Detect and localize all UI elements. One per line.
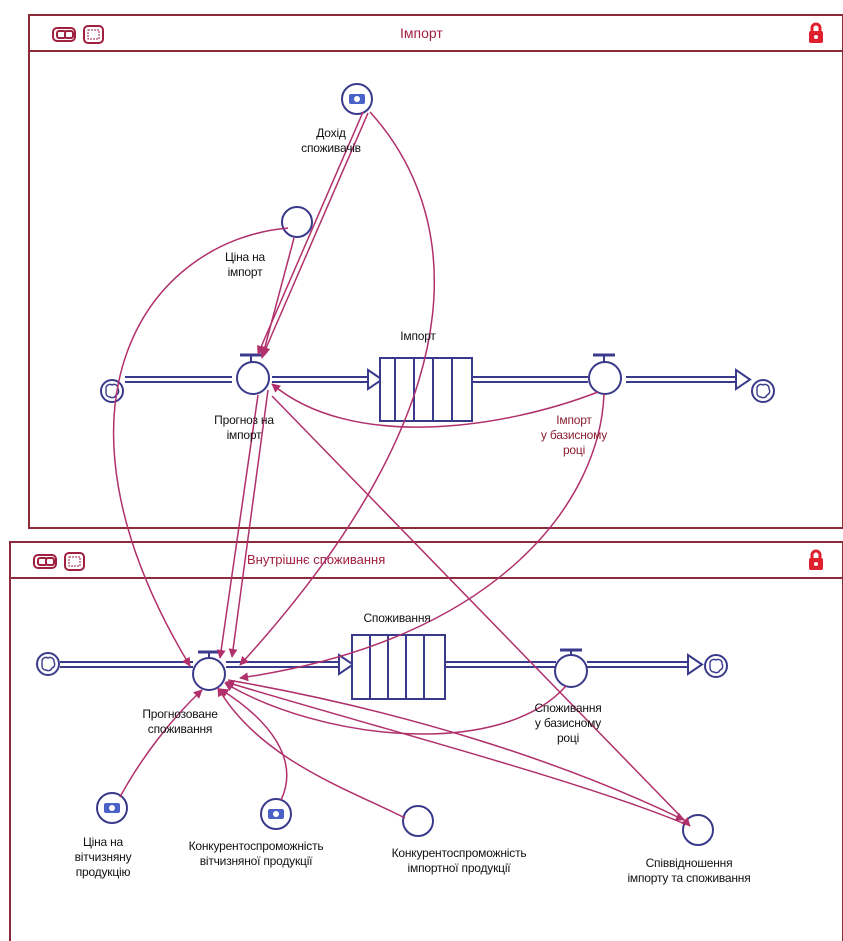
import-forecast-valve[interactable] <box>236 353 270 395</box>
import-price-converter[interactable] <box>281 206 313 238</box>
connector <box>271 383 599 428</box>
consumer-income-label: Дохід споживачів <box>301 126 361 155</box>
connector <box>239 393 605 682</box>
source-cloud-icon <box>100 379 124 403</box>
connector <box>219 688 288 801</box>
connector <box>227 679 685 821</box>
sector-collapse-icon[interactable] <box>33 552 59 570</box>
connector <box>259 237 295 359</box>
consumption-forecast-valve[interactable] <box>192 650 226 691</box>
connector <box>262 112 369 356</box>
connector <box>257 111 364 355</box>
consumption-stock[interactable] <box>351 634 446 700</box>
import-consumption-ratio-converter[interactable] <box>682 814 714 846</box>
domestic-price-converter[interactable] <box>96 792 128 824</box>
import-base-year-label: Імпорт у базисному році <box>540 413 608 457</box>
consumer-income-converter[interactable] <box>341 83 373 115</box>
domestic-price-label: Ціна на вітчизняну продукцію <box>74 835 132 879</box>
lock-icon[interactable] <box>808 22 824 44</box>
consumption-outflow-pipe <box>446 653 704 676</box>
connector <box>225 680 686 825</box>
sector-grid-icon[interactable] <box>83 25 105 45</box>
consumption-sector-title: Внутрішнє споживання <box>247 552 386 567</box>
connector <box>217 687 406 819</box>
connector <box>112 227 289 667</box>
consumption-base-year-valve[interactable] <box>554 648 588 688</box>
consumption-sector-frame: Внутрішнє споживання <box>9 541 843 941</box>
consumption-stock-label: Споживання <box>363 611 431 625</box>
connector <box>271 395 691 827</box>
connector <box>228 389 269 658</box>
sector-grid-icon[interactable] <box>64 552 86 572</box>
connector <box>216 394 259 659</box>
sink-cloud-icon <box>751 379 775 403</box>
import-competitiveness-label: Конкурентоспроможність імпортної продукц… <box>391 846 527 875</box>
domestic-competitiveness-label: Конкурентоспроможність вітчизняної проду… <box>188 839 324 868</box>
import-forecast-label: Прогноз на імпорт <box>214 413 274 442</box>
connectors <box>112 111 691 827</box>
consumption-forecast-label: Прогнозоване споживання <box>142 707 218 736</box>
import-inflow-pipe <box>125 368 384 391</box>
import-competitiveness-converter[interactable] <box>402 805 434 837</box>
import-sector-titlebar: Імпорт <box>30 16 842 52</box>
connector <box>119 689 203 798</box>
connector <box>239 111 436 666</box>
sector-collapse-icon[interactable] <box>52 25 78 43</box>
import-price-label: Ціна на імпорт <box>224 250 266 279</box>
consumption-sector-titlebar: Внутрішнє споживання <box>11 543 842 579</box>
sink-cloud-icon <box>704 654 728 678</box>
connector <box>224 682 567 735</box>
import-stock[interactable] <box>379 357 473 422</box>
import-outflow-pipe <box>473 368 752 391</box>
import-base-year-valve[interactable] <box>588 353 622 395</box>
import-sector-title: Імпорт <box>400 25 443 41</box>
lock-icon[interactable] <box>808 549 824 571</box>
import-stock-label: Імпорт <box>400 329 436 343</box>
import-sector-frame: Імпорт <box>28 14 843 529</box>
consumption-base-year-label: Споживання у базисному році <box>534 701 602 745</box>
source-cloud-icon <box>36 652 60 676</box>
import-consumption-ratio-label: Співвідношення імпорту та споживання <box>627 856 751 885</box>
domestic-competitiveness-converter[interactable] <box>260 798 292 830</box>
